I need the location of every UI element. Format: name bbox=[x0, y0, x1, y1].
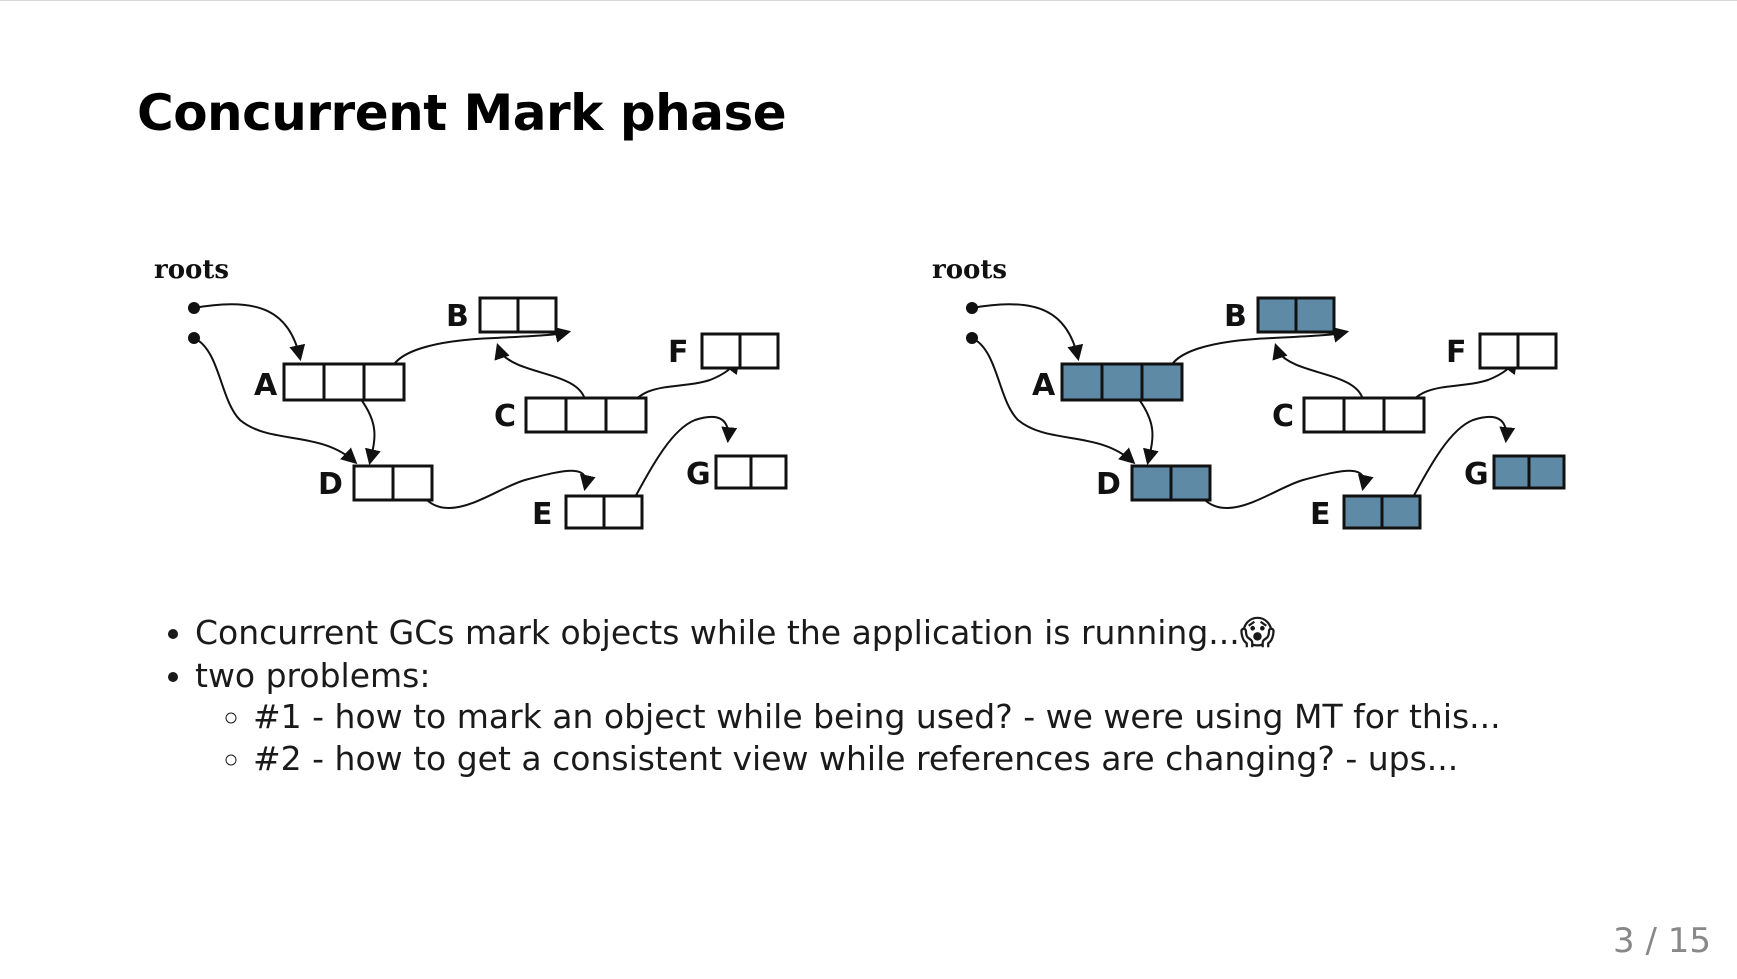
edge-a-d bbox=[359, 397, 381, 466]
edge-roots-d bbox=[193, 337, 358, 465]
sub-bullet-item: #2 - how to get a consistent view while … bbox=[253, 738, 1695, 780]
svg-text:G: G bbox=[686, 457, 711, 492]
object-graph-unmarked: roots A B C D bbox=[154, 255, 788, 532]
bullet-item: Concurrent GCs mark objects while the ap… bbox=[195, 612, 1695, 655]
edge-d-e bbox=[411, 469, 596, 509]
edge-roots-d bbox=[971, 337, 1136, 465]
bullet-text: two problems: bbox=[195, 655, 431, 695]
svg-text:C: C bbox=[494, 399, 516, 434]
diagram-unmarked: roots A B C D bbox=[150, 240, 810, 560]
node-b: B bbox=[446, 296, 558, 334]
bullet-list: Concurrent GCs mark objects while the ap… bbox=[160, 612, 1695, 779]
roots-label: roots bbox=[154, 255, 229, 285]
slide-title: Concurrent Mark phase bbox=[137, 84, 787, 142]
screaming-face-icon: 😱 bbox=[1239, 613, 1276, 653]
roots-label: roots bbox=[932, 255, 1007, 285]
edge-e-g bbox=[627, 415, 738, 511]
sub-bullet-item: #1 - how to mark an object while being u… bbox=[253, 696, 1695, 738]
node-e: E bbox=[1310, 494, 1422, 532]
svg-text:G: G bbox=[1464, 457, 1489, 492]
svg-text:D: D bbox=[318, 467, 343, 502]
node-a: A bbox=[1032, 362, 1184, 403]
node-e: E bbox=[532, 494, 644, 532]
svg-text:E: E bbox=[532, 497, 553, 532]
svg-text:A: A bbox=[254, 368, 278, 403]
node-g: G bbox=[686, 454, 788, 492]
diagram-marked: roots A B C D bbox=[928, 240, 1588, 560]
svg-text:C: C bbox=[1272, 399, 1294, 434]
bullet-text: Concurrent GCs mark objects while the ap… bbox=[195, 613, 1240, 652]
svg-text:B: B bbox=[1224, 299, 1247, 334]
node-b: B bbox=[1224, 296, 1336, 334]
top-rule bbox=[0, 0, 1737, 1]
node-c: C bbox=[494, 396, 648, 434]
svg-text:F: F bbox=[1446, 335, 1467, 370]
edge-roots-a bbox=[193, 303, 306, 362]
edge-e-g bbox=[1405, 415, 1516, 511]
object-graph-marked: roots A B C D bbox=[932, 255, 1566, 532]
svg-text:E: E bbox=[1310, 497, 1331, 532]
node-f: F bbox=[668, 332, 780, 370]
node-c: C bbox=[1272, 396, 1426, 434]
edge-a-b bbox=[388, 326, 572, 379]
edge-roots-a bbox=[971, 303, 1084, 362]
node-a: A bbox=[254, 362, 406, 403]
svg-text:B: B bbox=[446, 299, 469, 334]
node-d: D bbox=[1096, 464, 1212, 502]
node-g: G bbox=[1464, 454, 1566, 492]
bullet-item: two problems: #1 - how to mark an object… bbox=[195, 655, 1695, 780]
sub-bullet-list: #1 - how to mark an object while being u… bbox=[195, 696, 1695, 779]
page-number: 3 / 15 bbox=[1613, 921, 1711, 961]
edge-d-e bbox=[1189, 469, 1374, 509]
node-d: D bbox=[318, 464, 434, 502]
edge-a-d bbox=[1137, 397, 1159, 466]
edge-a-b bbox=[1166, 326, 1350, 379]
svg-text:D: D bbox=[1096, 467, 1121, 502]
svg-text:F: F bbox=[668, 335, 689, 370]
node-f: F bbox=[1446, 332, 1558, 370]
svg-text:A: A bbox=[1032, 368, 1056, 403]
